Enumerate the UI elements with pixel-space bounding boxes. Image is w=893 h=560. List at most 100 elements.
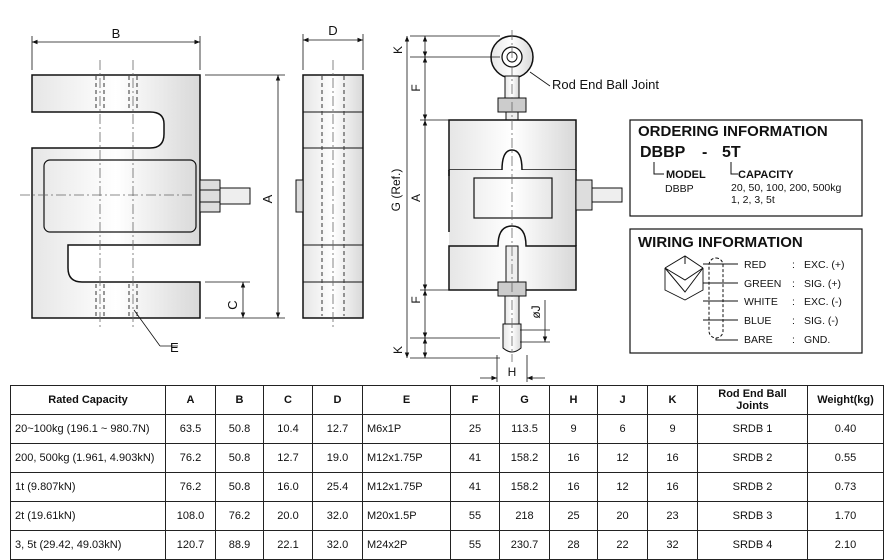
header-cell: D — [312, 385, 363, 415]
wiring-color-white: WHITE — [744, 296, 778, 308]
ordering-code-dash: - — [702, 144, 707, 161]
table-cell: 9 — [647, 414, 698, 444]
wiring-color-red: RED — [744, 259, 767, 271]
wiring-color-green: GREEN — [744, 278, 781, 290]
table-cell: 0.55 — [807, 443, 884, 473]
dim-e-label: E — [170, 340, 179, 355]
dim-h-label: H — [508, 365, 517, 379]
wiring-sep: : — [792, 296, 795, 308]
table-cell: 120.7 — [165, 530, 216, 560]
header-cell: Rated Capacity — [10, 385, 166, 415]
header-cell: Rod End Ball Joints — [697, 385, 808, 415]
table-cell: 16.0 — [263, 472, 313, 502]
header-cell: E — [362, 385, 451, 415]
front-view: B A C E — [20, 26, 285, 355]
spec-table: Rated Capacity A B C D E F G H J K Rod E… — [10, 385, 884, 560]
table-cell: 230.7 — [499, 530, 550, 560]
table-cell: 2t (19.61kN) — [10, 501, 166, 531]
table-cell: 32 — [647, 530, 698, 560]
wiring-sep: : — [792, 259, 795, 271]
technical-drawing: B A C E D — [20, 23, 863, 382]
table-cell: SRDB 4 — [697, 530, 808, 560]
table-cell: 20 — [597, 501, 648, 531]
table-cell: 6 — [597, 414, 648, 444]
rod-end-ball-joint-callout: Rod End Ball Joint — [552, 77, 659, 92]
table-cell: 200, 500kg (1.961, 4.903kN) — [10, 443, 166, 473]
table-cell: M6x1P — [362, 414, 451, 444]
table-cell: 32.0 — [312, 501, 363, 531]
table-cell: 12 — [597, 472, 648, 502]
table-cell: 19.0 — [312, 443, 363, 473]
wiring-sep: : — [792, 278, 795, 290]
table-cell: 0.73 — [807, 472, 884, 502]
table-cell: 22.1 — [263, 530, 313, 560]
ordering-capacity-label: CAPACITY — [738, 169, 794, 181]
wiring-signal-white: EXC. (-) — [804, 296, 842, 308]
table-cell: 12.7 — [312, 414, 363, 444]
dim-k-bottom-label: K — [391, 346, 405, 354]
header-cell: A — [165, 385, 216, 415]
table-cell: 25.4 — [312, 472, 363, 502]
table-cell: 158.2 — [499, 472, 550, 502]
header-cell: C — [263, 385, 313, 415]
assembly-view: Rod End Ball Joint G (Ref.) K F A F K øJ — [389, 30, 659, 382]
dim-j-label: øJ — [529, 305, 543, 318]
wiring-info-box: WIRING INFORMATION RED : EXC. (+) GREEN … — [629, 228, 863, 354]
wiring-signal-green: SIG. (+) — [804, 278, 841, 290]
table-cell: SRDB 2 — [697, 472, 808, 502]
table-cell: 0.40 — [807, 414, 884, 444]
table-cell: M20x1.5P — [362, 501, 451, 531]
table-cell: 158.2 — [499, 443, 550, 473]
table-cell: 88.9 — [215, 530, 264, 560]
table-cell: 25 — [450, 414, 500, 444]
wiring-signal-bare: GND. — [804, 334, 830, 346]
table-cell: 16 — [647, 443, 698, 473]
table-cell: 218 — [499, 501, 550, 531]
wiring-sep: : — [792, 315, 795, 327]
ordering-code-model: DBBP — [640, 144, 686, 161]
table-cell: 16 — [549, 443, 598, 473]
table-cell: SRDB 3 — [697, 501, 808, 531]
table-cell: 50.8 — [215, 472, 264, 502]
table-cell: 2.10 — [807, 530, 884, 560]
header-cell: F — [450, 385, 500, 415]
table-cell: 50.8 — [215, 414, 264, 444]
ordering-title: ORDERING INFORMATION — [638, 123, 828, 140]
wiring-signal-blue: SIG. (-) — [804, 315, 838, 327]
side-view: D — [295, 23, 364, 330]
table-cell: 76.2 — [165, 443, 216, 473]
table-cell: 10.4 — [263, 414, 313, 444]
wiring-color-bare: BARE — [744, 334, 773, 346]
wiring-signal-red: EXC. (+) — [804, 259, 845, 271]
table-cell: 12.7 — [263, 443, 313, 473]
dim-a-side-label: A — [409, 194, 423, 202]
header-cell: Weight(kg) — [807, 385, 884, 415]
table-cell: 1t (9.807kN) — [10, 472, 166, 502]
dim-f-bottom-label: F — [409, 296, 423, 303]
table-cell: SRDB 2 — [697, 443, 808, 473]
table-cell: 108.0 — [165, 501, 216, 531]
table-cell: SRDB 1 — [697, 414, 808, 444]
ordering-capacity-values-1: 20, 50, 100, 200, 500kg — [731, 182, 842, 194]
header-cell: K — [647, 385, 698, 415]
table-header-row: Rated Capacity A B C D E F G H J K Rod E… — [10, 385, 884, 415]
table-cell: 28 — [549, 530, 598, 560]
table-cell: 25 — [549, 501, 598, 531]
table-cell: 12 — [597, 443, 648, 473]
ordering-model-value: DBBP — [665, 183, 694, 195]
table-cell: 22 — [597, 530, 648, 560]
wiring-rows: RED : EXC. (+) GREEN : SIG. (+) WHITE : … — [744, 259, 845, 346]
table-cell: M24x2P — [362, 530, 451, 560]
table-cell: 41 — [450, 443, 500, 473]
dim-a-front-label: A — [260, 194, 275, 203]
ordering-code-capacity: 5T — [722, 144, 741, 161]
dim-b-label: B — [112, 26, 121, 41]
table-cell: 76.2 — [215, 501, 264, 531]
table-cell: 16 — [647, 472, 698, 502]
ordering-capacity-values-2: 1, 2, 3, 5t — [731, 194, 775, 206]
